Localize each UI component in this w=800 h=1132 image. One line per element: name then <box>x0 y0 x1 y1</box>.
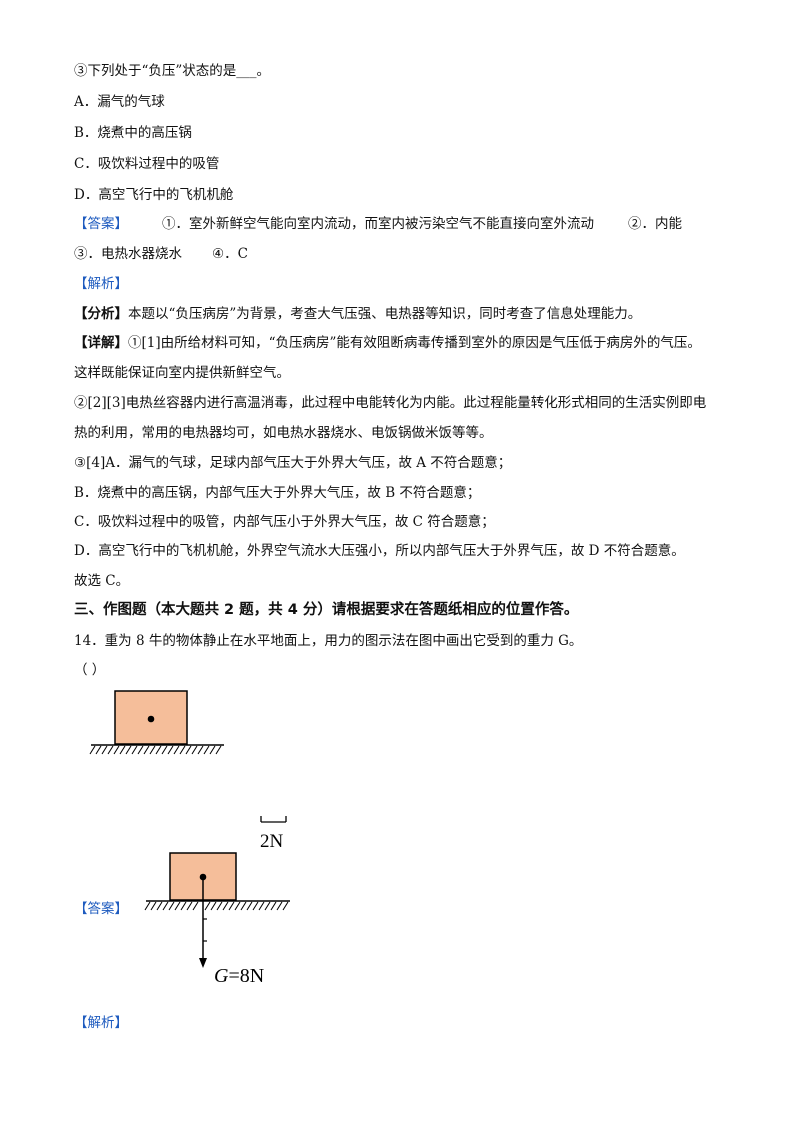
scale-bar <box>260 816 287 823</box>
detail-text-2b: 热的利用，常用的电热器均可，如电热水器烧水、电饭锅做米饭等等。 <box>74 425 493 441</box>
detail-text-3c: C．吸饮料过程中的吸管，内部气压小于外界大气压，故 C 符合题意； <box>74 514 495 530</box>
arrow-scale-ticks <box>203 918 207 942</box>
answer-line-2: ③．电热水器烧水 ④．C <box>74 245 248 263</box>
center-of-mass-dot <box>147 715 155 723</box>
detail-text-1a: ①[1]由所给材料可知，“负压病房”能有效阻断病毒传播到室外的原因是气压低于病房… <box>128 335 701 351</box>
answer-2: ②．内能 <box>628 216 682 232</box>
detail-text-3a: ③[4]A．漏气的气球，足球内部气压大于外界大气压，故 A 不符合题意； <box>74 455 512 471</box>
answer-tag: 【答案】 <box>74 216 128 232</box>
conclusion: 故选 C。 <box>74 573 130 589</box>
option-d: D．高空飞行中的飞机机舱 <box>74 187 234 203</box>
jiexi-tag-q14: 【解析】 <box>74 1015 128 1031</box>
answer-tag-q14: 【答案】 <box>74 901 128 917</box>
subquestion-3: ③下列处于“负压”状态的是___。 <box>74 63 271 79</box>
answer-line: 【答案】 ①．室外新鲜空气能向室内流动，而室内被污染空气不能直接向室外流动 ②．内能 <box>74 215 682 233</box>
ground-hatching <box>89 745 222 755</box>
analysis-line: 【分析】本题以“负压病房”为背景，考查大气压强、电热器等知识，同时考查了信息处理… <box>74 305 641 323</box>
detail-text-1b: 这样既能保证向室内提供新鲜空气。 <box>74 365 290 381</box>
force-label: G=8N <box>214 965 264 987</box>
scale-label: 2N <box>260 831 284 852</box>
detail-tag: 【详解】 <box>74 335 128 351</box>
gravity-arrow-head <box>199 958 207 968</box>
question-14-stem: 14．重为 8 牛的物体静止在水平地面上，用力的图示法在图中画出它受到的重力 G… <box>74 633 583 649</box>
detail-text-3d: D．高空飞行中的飞机机舱，外界空气流水大压强小，所以内部气压大于外界气压，故 D… <box>74 543 685 559</box>
answer-blank: （ ） <box>74 662 106 678</box>
option-c: C．吸饮料过程中的吸管 <box>74 156 220 172</box>
ground-hatching <box>144 901 289 911</box>
block-on-ground-figure <box>89 690 224 755</box>
section-heading: 三、作图题（本大题共 2 题，共 4 分）请根据要求在答题纸相应的位置作答。 <box>74 602 579 618</box>
option-b: B．烧煮中的高压锅 <box>74 125 192 141</box>
jiexi-tag: 【解析】 <box>74 276 128 292</box>
detail-text-3b: B．烧煮中的高压锅，内部气压大于外界大气压，故 B 不符合题意； <box>74 485 481 501</box>
detail-text-2a: ②[2][3]电热丝容器内进行高温消毒，此过程中电能转化为内能。此过程能量转化形… <box>74 395 707 411</box>
answer-3: ③．电热水器烧水 <box>74 246 182 262</box>
analysis-tag: 【分析】 <box>74 306 128 322</box>
option-a: A．漏气的气球 <box>74 94 165 110</box>
answer-4: ④．C <box>212 246 248 262</box>
detail-line-1: 【详解】①[1]由所给材料可知，“负压病房”能有效阻断病毒传播到室外的原因是气压… <box>74 334 701 352</box>
answer-1: ①．室外新鲜空气能向室内流动，而室内被污染空气不能直接向室外流动 <box>162 216 594 232</box>
analysis-text: 本题以“负压病房”为背景，考查大气压强、电热器等知识，同时考查了信息处理能力。 <box>128 306 642 322</box>
force-diagram-figure: 2N G=8N <box>144 816 290 987</box>
